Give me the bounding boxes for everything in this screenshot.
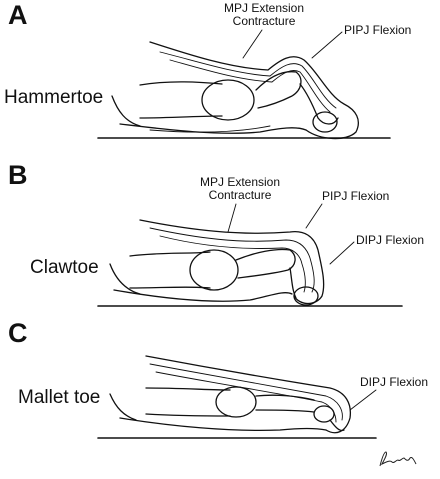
annotation-pipj-flexion: PIPJ Flexion	[344, 23, 412, 37]
annotation-dipj-flexion: DIPJ Flexion	[356, 233, 425, 247]
artist-signature-icon	[379, 451, 417, 467]
annotation-pipj-flexion: PIPJ Flexion	[322, 189, 390, 203]
condition-label: Hammertoe	[4, 87, 104, 108]
clawtoe-illustration	[97, 203, 403, 307]
panel-letter: B	[8, 160, 28, 190]
mallet-toe-illustration	[97, 355, 377, 439]
annotation-dipj-flexion: DIPJ Flexion	[360, 375, 429, 389]
condition-label: Mallet toe	[18, 387, 101, 408]
panel-mallet-toe: C Mallet toe DIPJ Flexion	[0, 318, 440, 473]
condition-label: Clawtoe	[30, 257, 99, 278]
panel-letter: C	[8, 318, 28, 348]
hammertoe-illustration	[97, 29, 391, 140]
panel-letter: A	[8, 0, 28, 30]
